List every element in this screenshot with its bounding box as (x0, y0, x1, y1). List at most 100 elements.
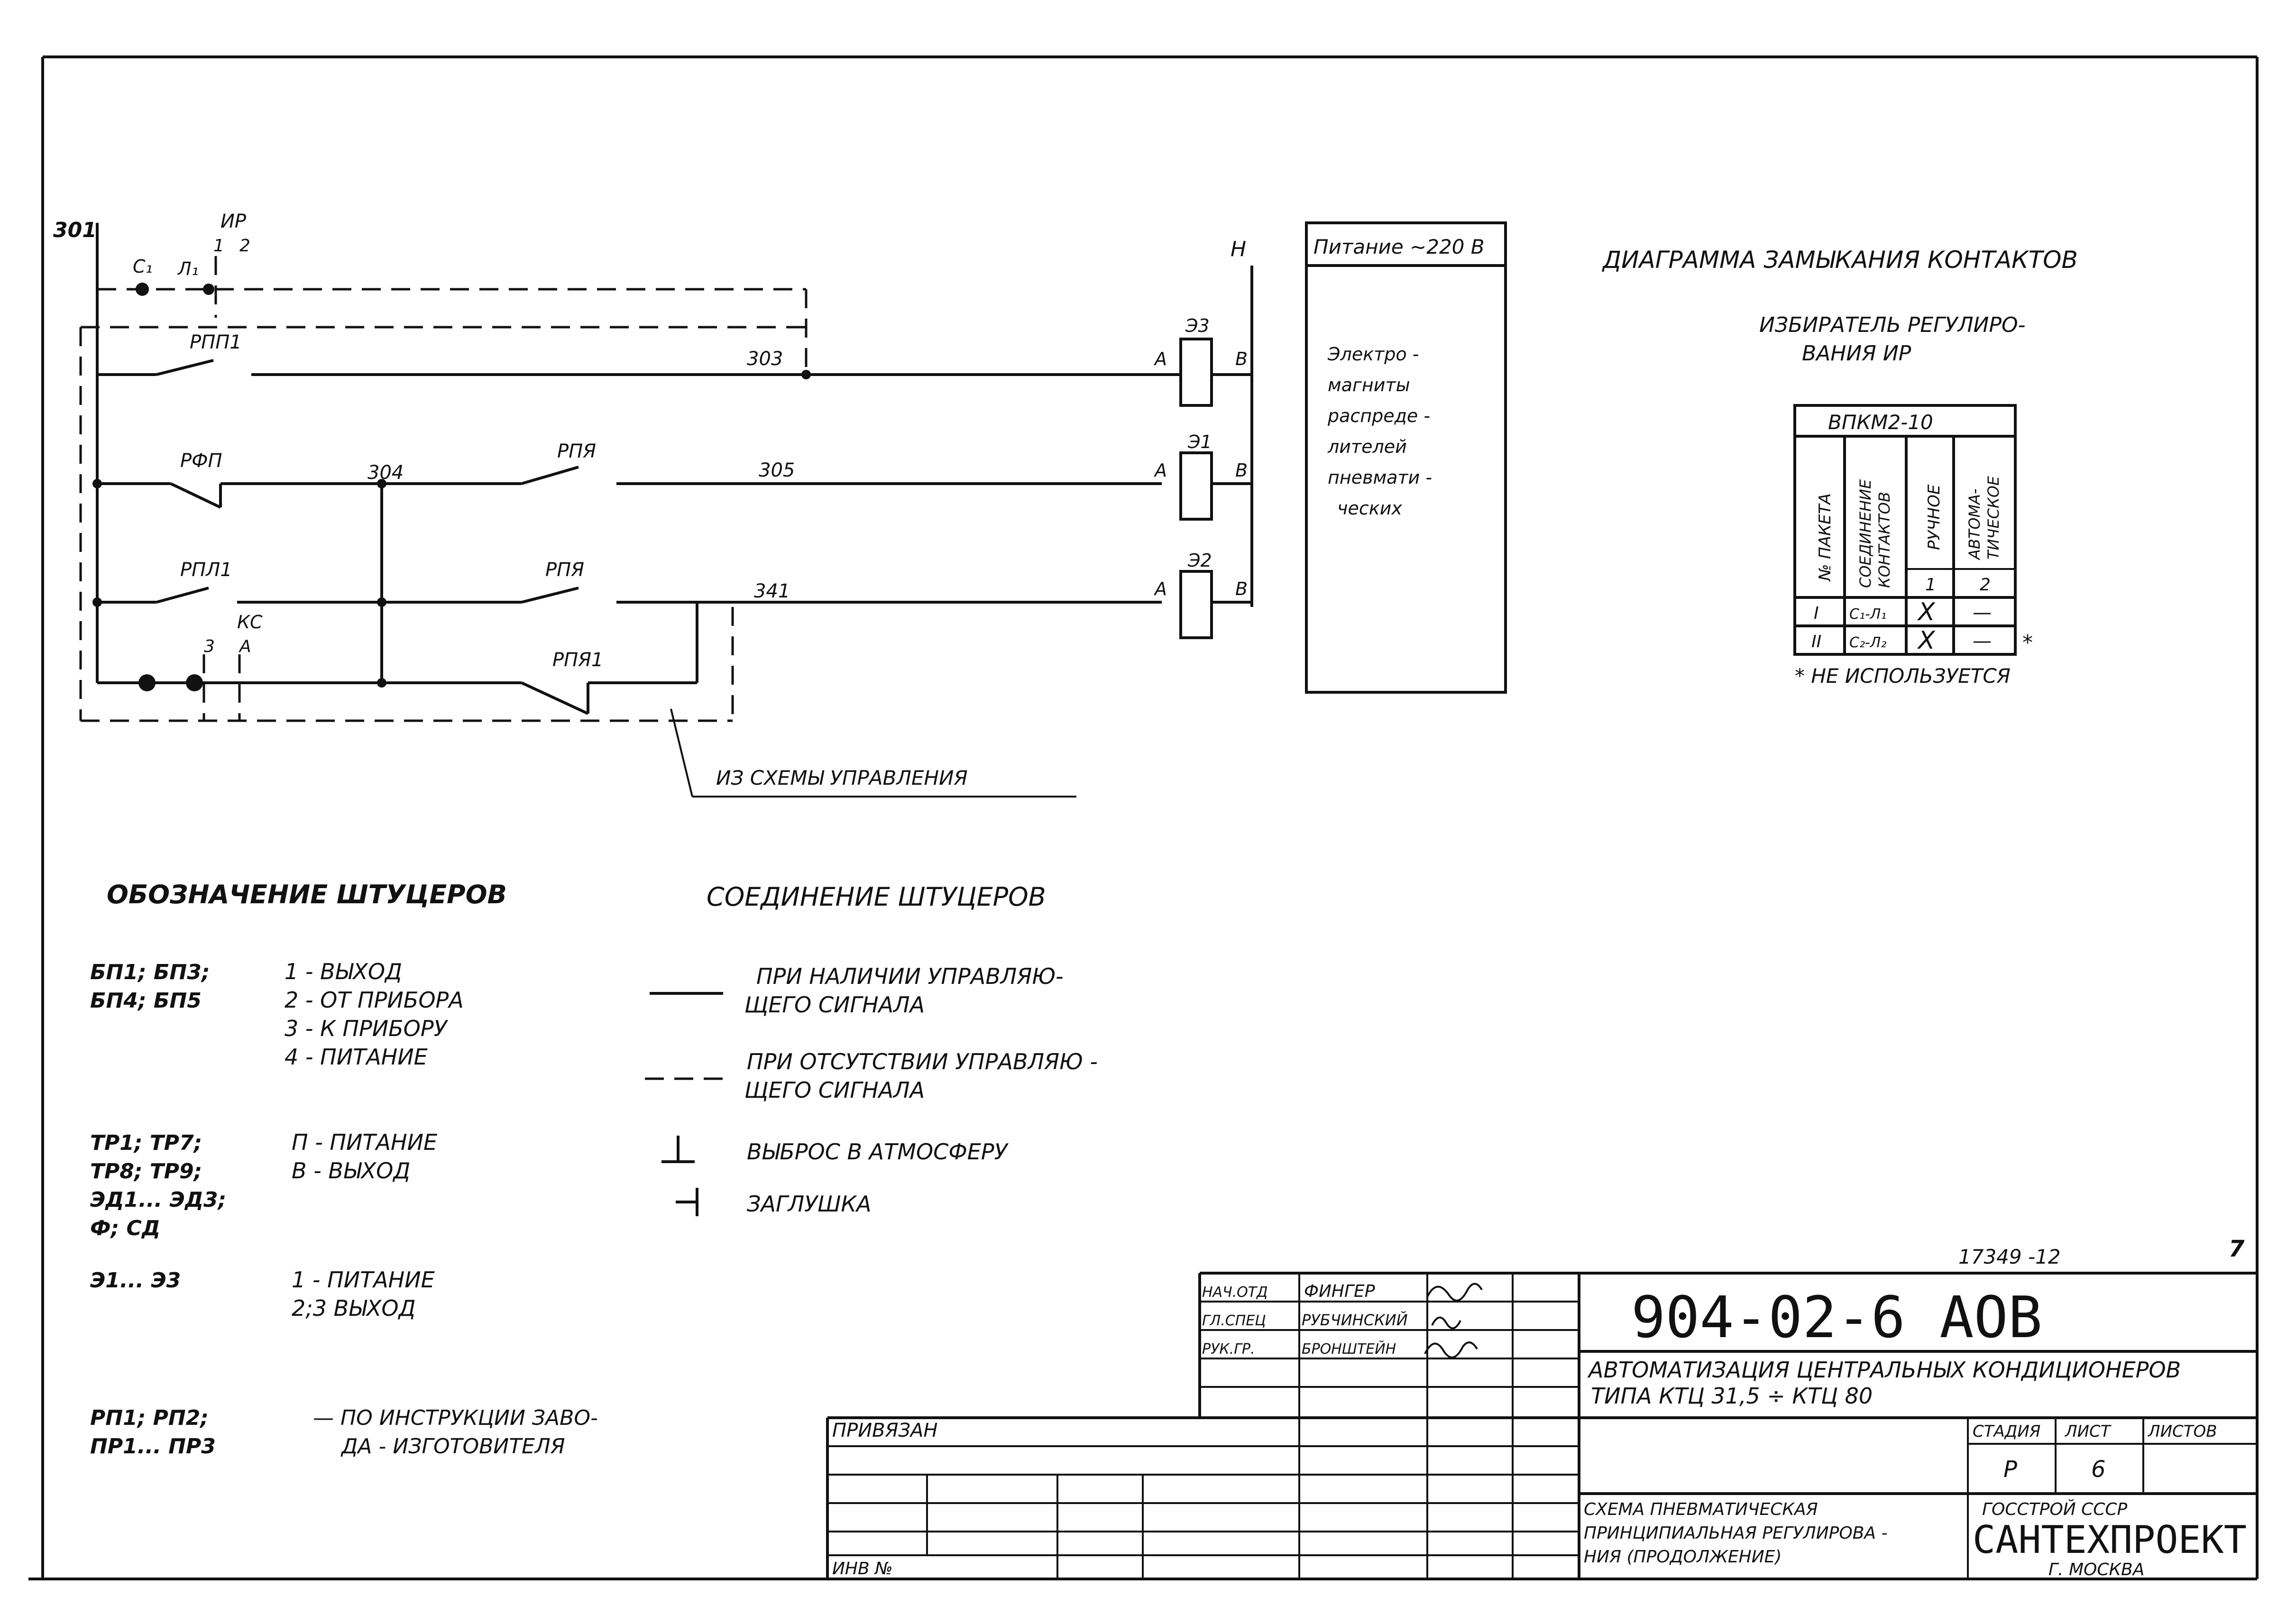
contact-rfp: РФП (180, 450, 222, 472)
col-manual: РУЧНОЕ (1925, 484, 1944, 550)
coil-e1: Э1 А В (1153, 431, 1252, 521)
table-row: I С₁-Л₁ X — (1814, 598, 1992, 626)
fitting-desc: 1 - ПИТАНИЕ (292, 1267, 435, 1293)
fitting-codes: ТР8; ТР9; (90, 1159, 202, 1184)
svg-text:В: В (1235, 460, 1248, 481)
fittings-title: ОБОЗНАЧЕНИЕ ШТУЦЕРОВ (107, 880, 507, 909)
vent-label: ВЫБРОС В АТМОСФЕРУ (747, 1139, 1009, 1165)
pos-1: 1 (1925, 575, 1936, 595)
svg-text:X: X (1917, 626, 1936, 655)
svg-text:Э3: Э3 (1185, 315, 1210, 336)
contact-diagram-title: ДИАГРАММА ЗАМЫКАНИЯ КОНТАКТОВ (1602, 246, 2078, 274)
drawing-title: НИЯ (ПРОДОЛЖЕНИЕ) (1584, 1547, 1782, 1567)
col-connection: СОЕДИНЕНИЕ (1856, 479, 1874, 588)
power-box: Питание ~220 В Электро - магниты распред… (1305, 221, 1507, 694)
sheets-label: ЛИСТОВ (2147, 1422, 2217, 1441)
contact-rpya-low: РПЯ (545, 559, 584, 581)
page-number: 7 (2229, 1236, 2245, 1262)
note-from-control: ИЗ СХЕМЫ УПРАВЛЕНИЯ (716, 766, 968, 789)
project-title: АВТОМАТИЗАЦИЯ ЦЕНТРАЛЬНЫХ КОНДИЦИОНЕРОВ (1587, 1357, 2181, 1383)
sign-role: ГЛ.СПЕЦ (1202, 1312, 1266, 1329)
plug-symbol-icon (676, 1188, 698, 1216)
power-box-line: Электро - (1327, 344, 1419, 365)
table-row: II С₂-Л₂ X — * (1811, 626, 2033, 655)
ks-pos-z: 3 (204, 637, 215, 656)
svg-text:В: В (1235, 578, 1248, 599)
power-box-header: Питание ~220 В (1313, 235, 1485, 258)
svg-text:*: * (2022, 631, 2033, 655)
inv-label: ИНВ № (832, 1559, 893, 1578)
fitting-desc: 2;3 ВЫХОД (292, 1295, 416, 1321)
title-block: 17349 -12 7 НАЧ.ОТД ФИНГЕР ГЛ.СПЕЦ РУБЧИ… (826, 1236, 2257, 1579)
col-packet: № ПАКЕТА (1816, 493, 1835, 582)
contact-closure-diagram: ДИАГРАММА ЗАМЫКАНИЯ КОНТАКТОВ ИЗБИРАТЕЛЬ… (1602, 246, 2078, 688)
fitting-codes: РП1; РП2; (90, 1406, 209, 1430)
fitting-codes: ПР1... ПР3 (90, 1434, 216, 1459)
selector-pos-2: 2 (239, 236, 250, 256)
connections-title: СОЕДИНЕНИЕ ШТУЦЕРОВ (707, 882, 1046, 912)
fitting-desc: 1 - ВЫХОД (285, 959, 402, 984)
power-box-line: распреде - (1327, 405, 1430, 426)
selector-ir: ИР (220, 211, 247, 232)
table-header: ВПКМ2-10 (1828, 411, 1933, 434)
sign-name: БРОНШТЕЙН (1302, 1340, 1396, 1358)
contact-rpl1: РПЛ1 (180, 559, 232, 581)
plug-label: ЗАГЛУШКА (747, 1191, 872, 1217)
col-auto: АВТОМА- (1965, 488, 1984, 560)
fitting-codes: Э1... Э3 (90, 1268, 181, 1293)
ks-pos-a: А (239, 637, 251, 656)
wire-label-301: 301 (53, 218, 97, 242)
svg-text:II: II (1811, 632, 1821, 651)
fittings-legend: ОБОЗНАЧЕНИЕ ШТУЦЕРОВ БП1; БП3; БП4; БП5 … (90, 880, 598, 1459)
svg-text:I: I (1814, 604, 1819, 623)
wire-label-305: 305 (759, 459, 795, 481)
org-name: САНТЕХПРОЕКТ (1973, 1518, 2247, 1562)
fitting-desc: 2 - ОТ ПРИБОРА (285, 987, 464, 1013)
pos-2: 2 (1980, 575, 1991, 595)
org-city: Г. МОСКВА (2048, 1560, 2144, 1579)
linked-label: ПРИВЯЗАН (832, 1420, 937, 1441)
svg-text:В: В (1235, 349, 1248, 369)
closure-table: ВПКМ2-10 № ПАКЕТА СОЕДИНЕНИЕ КОНТАКТОВ Р… (1793, 404, 2033, 656)
stage-value: Р (2003, 1456, 2017, 1483)
solid-line-label: ПРИ НАЛИЧИИ УПРАВЛЯЮ- (756, 963, 1064, 989)
svg-text:—: — (1973, 630, 1992, 652)
power-box-line: магниты (1328, 375, 1410, 395)
wiring-diagram: 301 C₁ Л₁ ИР 1 2 РПП1 303 РФП 304 (53, 211, 1253, 798)
svg-text:X: X (1917, 598, 1936, 626)
bus-n: Н (1231, 237, 1246, 261)
signature-mark (1426, 1283, 1483, 1302)
connections-legend: СОЕДИНЕНИЕ ШТУЦЕРОВ ПРИ НАЛИЧИИ УПРАВЛЯЮ… (645, 882, 1098, 1217)
fitting-desc: ДА - ИЗГОТОВИТЕЛЯ (340, 1434, 565, 1459)
sign-name: ФИНГЕР (1304, 1282, 1375, 1301)
dashed-line-label: ЩЕГО СИГНАЛА (744, 1077, 925, 1103)
drawing-title: ПРИНЦИПИАЛЬНАЯ РЕГУЛИРОВА - (1584, 1523, 1887, 1543)
sign-role: РУК.ГР. (1202, 1341, 1255, 1358)
contact-diagram-note: * НЕ ИСПОЛЬЗУЕТСЯ (1795, 664, 2011, 688)
col-connection: КОНТАКТОВ (1875, 492, 1893, 588)
svg-text:А: А (1153, 349, 1167, 369)
svg-text:С₂-Л₂: С₂-Л₂ (1849, 634, 1886, 651)
fitting-desc: 4 - ПИТАНИЕ (285, 1044, 428, 1070)
solid-line-label: ЩЕГО СИГНАЛА (744, 992, 925, 1018)
signature-mark (1431, 1316, 1461, 1330)
svg-text:—: — (1973, 602, 1992, 624)
contact-l1: Л₁ (177, 258, 199, 279)
selector-pos-1: 1 (213, 236, 224, 256)
fitting-desc: 3 - К ПРИБОРУ (285, 1016, 449, 1041)
sheet-value: 6 (2091, 1456, 2106, 1483)
sign-name: РУБЧИНСКИЙ (1302, 1311, 1408, 1329)
stage-label: СТАДИЯ (1973, 1422, 2040, 1441)
project-title: ТИПА КТЦ 31,5 ÷ КТЦ 80 (1591, 1383, 1873, 1409)
svg-text:С₁-Л₁: С₁-Л₁ (1849, 606, 1886, 623)
contact-rpp1: РПП1 (190, 331, 242, 353)
wire-label-341: 341 (754, 580, 790, 602)
signature-mark (1424, 1341, 1478, 1358)
wire-label-303: 303 (747, 348, 783, 370)
svg-text:Э2: Э2 (1187, 550, 1212, 571)
vent-symbol-icon (661, 1136, 695, 1163)
power-box-line: лителей (1327, 436, 1407, 457)
fitting-codes: Ф; СД (90, 1216, 160, 1240)
sheet-label: ЛИСТ (2064, 1422, 2112, 1441)
coil-e2: Э2 А В (1153, 550, 1252, 639)
